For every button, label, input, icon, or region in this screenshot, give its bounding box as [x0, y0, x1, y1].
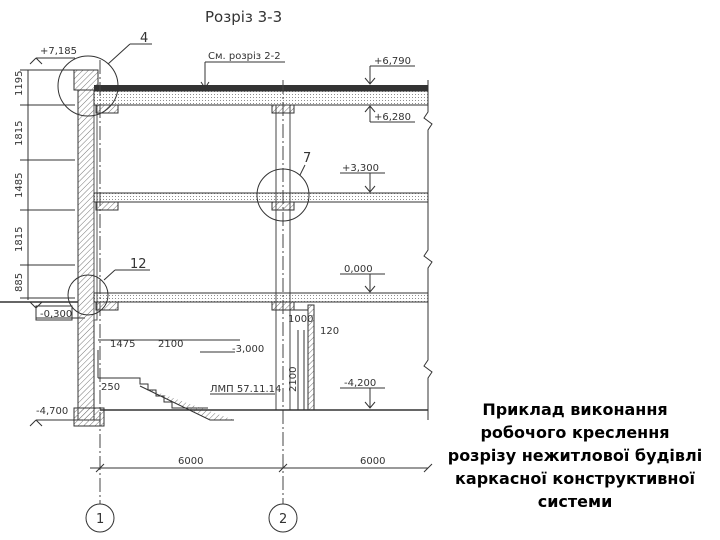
- dim-2100-top: 2100: [158, 339, 183, 350]
- level-3300: +3,300: [342, 163, 379, 174]
- right-level-marks: [340, 65, 415, 409]
- axis-label-2: 2: [279, 512, 287, 527]
- level-minus-0300-box: [35, 305, 73, 321]
- dim-120: 120: [320, 326, 339, 337]
- dim-1815-lower: 1815: [14, 227, 25, 252]
- section-note-leader: [200, 61, 285, 89]
- right-break-marks: [423, 80, 433, 420]
- span-dimensions: [90, 463, 433, 473]
- span-6000-left: 6000: [178, 456, 203, 467]
- floor-slab-upper: [93, 192, 429, 203]
- dim-250: 250: [101, 382, 120, 393]
- roof-slab: [93, 85, 429, 106]
- dim-1815-upper: 1815: [14, 121, 25, 146]
- level-6280: +6,280: [374, 112, 411, 123]
- caption-line: каркасної конструктивної: [455, 469, 695, 488]
- caption: Приклад виконання робочого креслення роз…: [440, 398, 710, 513]
- left-dimension-chain: [20, 69, 75, 300]
- level-7185: +7,185: [40, 46, 77, 57]
- dim-1485: 1485: [14, 173, 25, 198]
- left-level-marks: [29, 57, 100, 427]
- stair-label: ЛМП 57.11.14: [210, 384, 281, 395]
- callout-circles: [57, 43, 310, 316]
- level-minus-0300: -0,300: [40, 309, 72, 320]
- basement-details: [290, 304, 315, 411]
- caption-line: системи: [537, 492, 613, 511]
- span-6000-right: 6000: [360, 456, 385, 467]
- drawing-title: Розріз 3-3: [205, 8, 282, 26]
- callout-12: 12: [130, 257, 147, 272]
- left-wall: [73, 69, 105, 427]
- caption-line: розрізу нежитлової будівлі: [447, 446, 703, 465]
- floor-slab-ground: [93, 292, 429, 303]
- caption-line: робочого креслення: [480, 423, 670, 442]
- axis-label-1: 1: [96, 512, 104, 527]
- dim-1195: 1195: [14, 71, 25, 96]
- level-0000: 0,000: [344, 264, 373, 275]
- level-minus-4200: -4,200: [344, 378, 376, 389]
- beams: [95, 104, 295, 311]
- callout-4: 4: [140, 31, 148, 46]
- level-6790: +6,790: [374, 56, 411, 67]
- axis-bubbles: [85, 503, 298, 533]
- callout-7: 7: [303, 151, 311, 166]
- dim-1000: 1000: [288, 314, 313, 325]
- basement-stair: [97, 339, 240, 421]
- level-minus-3000: -3,000: [232, 344, 264, 355]
- column-axis-2: [275, 80, 291, 505]
- dim-885: 885: [14, 273, 25, 292]
- dim-2100-vertical: 2100: [288, 367, 299, 392]
- level-minus-4700: -4,700: [36, 406, 68, 417]
- section-note: См. розріз 2-2: [208, 50, 281, 62]
- dim-1475: 1475: [110, 339, 135, 350]
- caption-line: Приклад виконання: [482, 400, 668, 419]
